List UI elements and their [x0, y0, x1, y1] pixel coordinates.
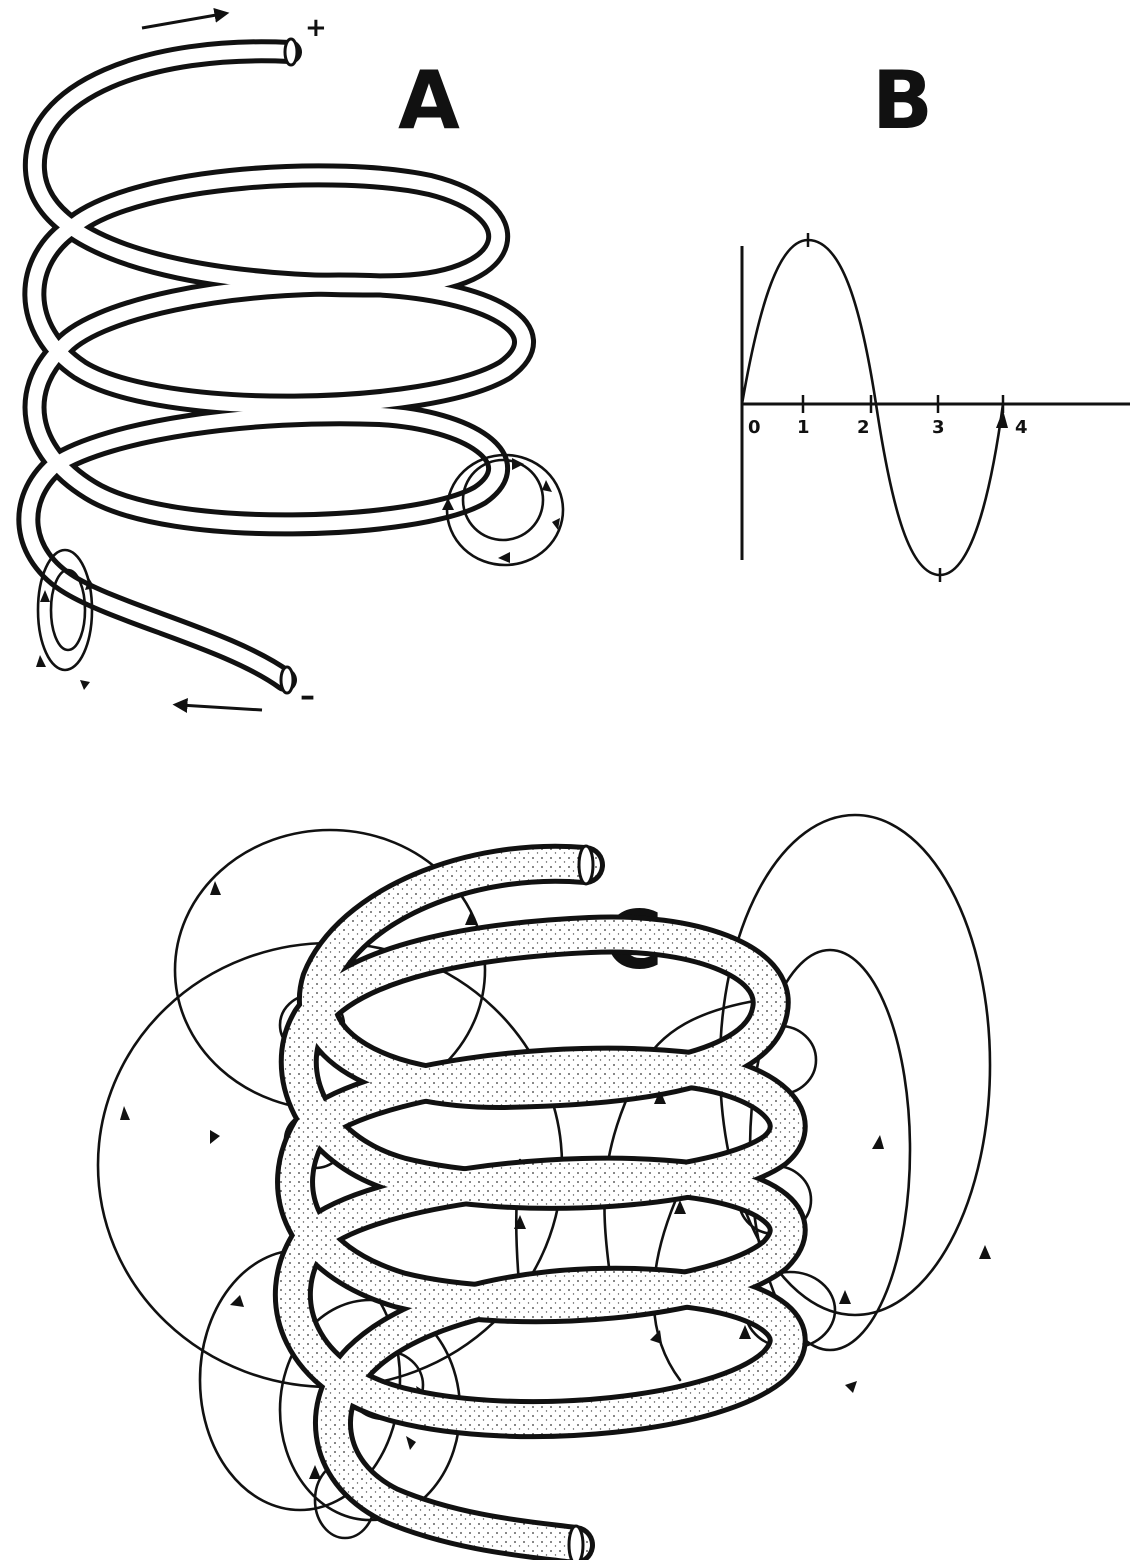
field-arrow [210, 1130, 220, 1144]
field-arrow [650, 1330, 662, 1344]
b-tick-label-4: 4 [1015, 417, 1028, 438]
panel-b-waveform: B 0 1 2 3 4 [742, 54, 1130, 582]
coil-c-top-end [579, 846, 593, 884]
panel-a-letter: A [398, 54, 460, 147]
field-arrow [498, 552, 510, 563]
field-arrow [40, 590, 50, 602]
negative-terminal-label: – [300, 679, 315, 714]
field-arrow [120, 1106, 130, 1120]
field-arrow [309, 1465, 321, 1479]
panel-a-coil: A + – [28, 13, 563, 714]
coil-a-top-end [285, 39, 297, 65]
b-tick-label-0: 0 [748, 417, 761, 438]
field-arrow [979, 1245, 991, 1259]
coil-a-bottom-end [281, 667, 293, 693]
b-tick-label-1: 1 [797, 417, 810, 438]
b-tick-label-3: 3 [932, 417, 945, 438]
coil-a-turn-bottom [28, 465, 285, 680]
panel-b-letter: B [872, 54, 933, 147]
field-arrow [872, 1135, 884, 1149]
field-arrow [512, 458, 524, 470]
coil-c-bottom-end [569, 1526, 583, 1560]
field-arrow [210, 881, 221, 895]
current-arrow-bottom [180, 705, 262, 710]
b-tick-label-2: 2 [857, 417, 870, 438]
field-arrow [845, 1381, 857, 1393]
field-loop-c-right-outer [720, 815, 990, 1315]
b-sine-curve [742, 240, 1003, 575]
positive-terminal-label: + [305, 13, 327, 43]
field-arrow [80, 680, 90, 690]
current-arrow-top [142, 14, 222, 28]
field-arrow [542, 480, 552, 492]
field-arrow [36, 655, 46, 667]
b-arrow [996, 410, 1008, 428]
field-arrow [406, 1436, 416, 1450]
field-arrow [230, 1295, 244, 1307]
panel-c-coil-field: C [98, 815, 991, 1560]
field-arrow [839, 1290, 851, 1304]
coil-c-tube [293, 846, 788, 1560]
